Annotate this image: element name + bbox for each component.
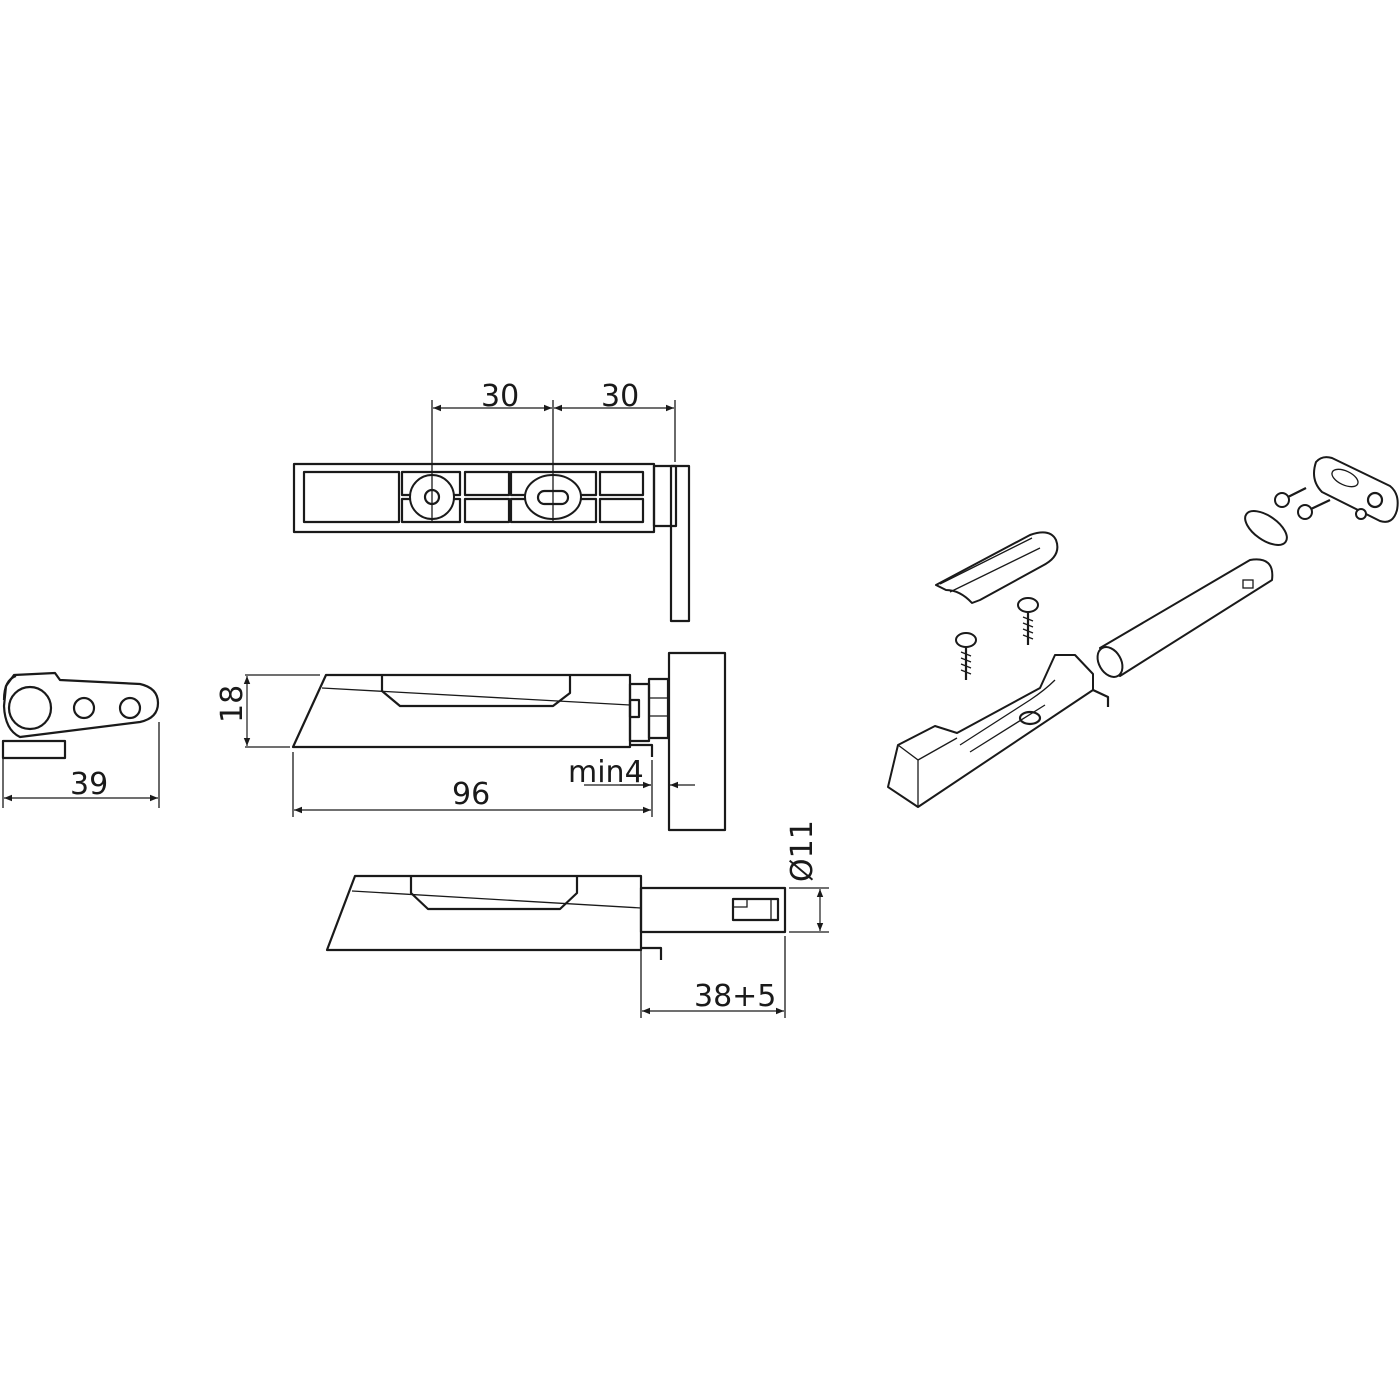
dim-min-gap: min4	[568, 755, 644, 790]
screw-4	[1297, 499, 1331, 520]
dim-slot-offset: 30	[601, 379, 639, 414]
top-view: 30 30	[292, 379, 691, 623]
side-view: 18 96 min4	[215, 651, 727, 832]
dim-body-length: 96	[452, 777, 490, 812]
extended-view: Ø11 38+5	[325, 820, 829, 1018]
striker-plate	[1313, 456, 1399, 523]
end-view: 39	[1, 671, 160, 808]
screw-3	[1274, 487, 1307, 508]
exploded-view	[887, 456, 1399, 808]
dim-overall-width: 39	[70, 767, 108, 802]
end-pad	[1244, 510, 1288, 546]
plunger-rod	[1096, 558, 1274, 678]
dim-plunger-stroke: 38+5	[694, 979, 776, 1014]
base-housing	[887, 654, 1110, 808]
screw-1	[955, 632, 977, 680]
screw-2	[1017, 597, 1039, 645]
dim-plunger-diameter: Ø11	[785, 820, 820, 882]
cover-cap	[935, 531, 1059, 604]
dim-height: 18	[215, 685, 250, 723]
dim-hole-spacing: 30	[481, 379, 519, 414]
